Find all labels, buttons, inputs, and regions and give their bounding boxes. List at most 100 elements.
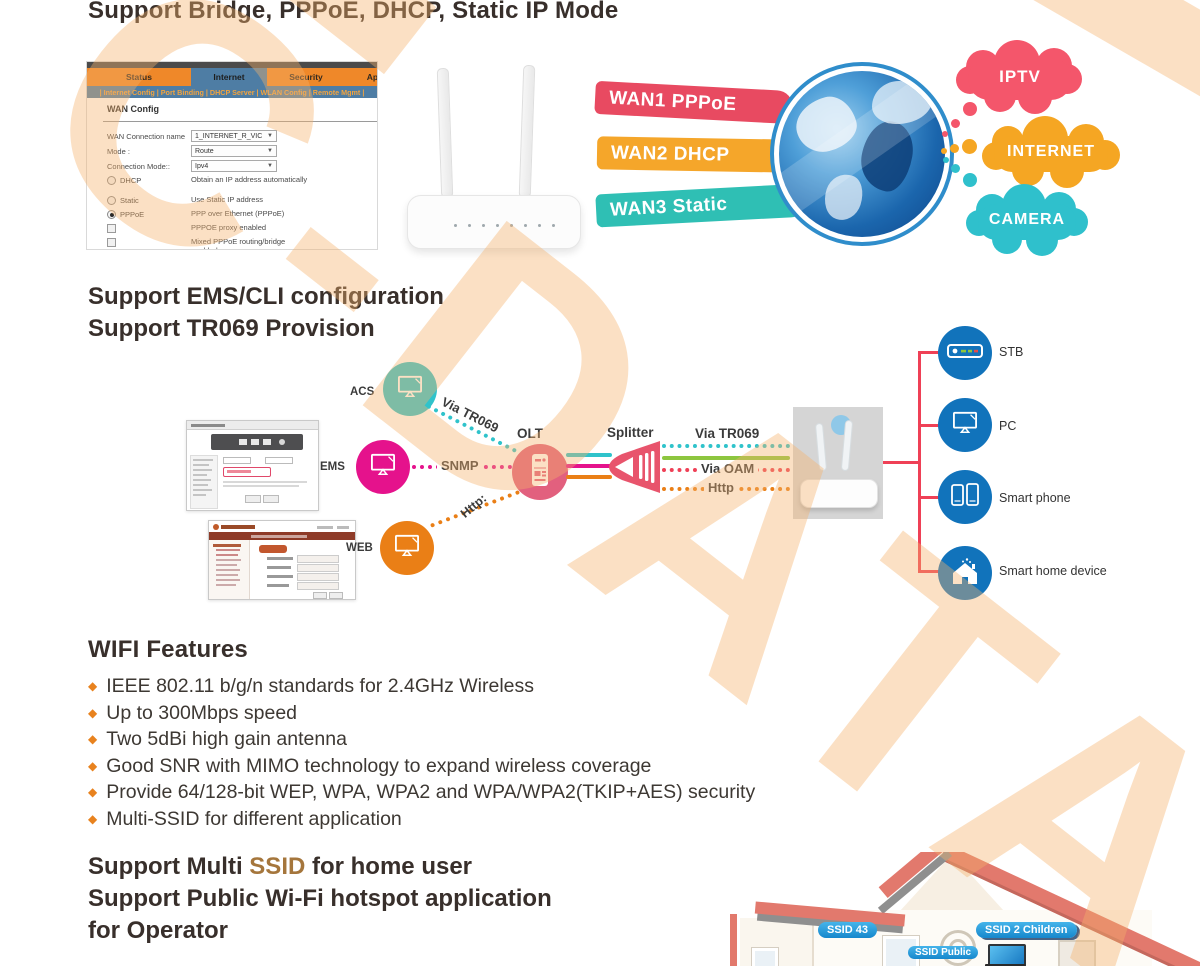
pppoe-proxy-checkbox[interactable] (107, 224, 116, 233)
camera-cloud: CAMERA (966, 184, 1088, 256)
smartphone-icon (950, 482, 980, 513)
web-node (380, 521, 434, 575)
antenna-left (436, 67, 454, 199)
link-oam-label: Via OAM (697, 461, 759, 476)
ont-router-photo (793, 407, 883, 519)
mixed-pppoe-checkbox[interactable] (107, 238, 116, 247)
bracket-line (883, 461, 920, 464)
fiber-line-orange (566, 475, 612, 479)
smart-home-icon (950, 557, 980, 590)
mode-select[interactable]: Route▼ (191, 145, 277, 157)
pppoe-radio[interactable] (107, 210, 116, 219)
wan1-banner: WAN1 PPPoE (594, 80, 794, 125)
monitor-icon (393, 534, 421, 563)
router-photo (393, 45, 593, 257)
olt-node (512, 444, 568, 500)
wan-connection-select[interactable]: 1_INTERNET_R_VIC▼ (191, 130, 277, 142)
web-label: WEB (346, 542, 373, 554)
window (752, 948, 778, 966)
acs-label: ACS (350, 386, 375, 398)
wifi-bullet: ◆Good SNR with MIMO technology to expand… (88, 755, 652, 777)
bracket-line (918, 570, 939, 573)
wifi-bullet: ◆IEEE 802.11 b/g/n standards for 2.4GHz … (88, 675, 534, 697)
field-wan-connection-name: WAN Connection name 1_INTERNET_R_VIC▼ (107, 130, 362, 142)
acs-node (383, 362, 437, 416)
ssid-accent: SSID (249, 853, 306, 880)
link-tr069-right-label: Via TR069 (695, 426, 760, 441)
dot-teal (943, 157, 949, 163)
web-ui-screenshot (208, 520, 356, 600)
house-illustration: SSID 43 SSID 2 Children SSID Public (700, 852, 1200, 966)
router-config-screenshot: Status Internet Security App | Internet … (86, 61, 378, 250)
olt-device-icon (531, 453, 549, 492)
tab-security[interactable]: Security (289, 72, 323, 82)
stb-device (938, 326, 992, 380)
link-http-right-label: Http (704, 480, 738, 495)
config-body: WAN Config WAN Connection name 1_INTERNE… (87, 98, 377, 249)
option-pppoe-proxy: PPPOE proxy enabled (107, 223, 362, 234)
furniture (1058, 940, 1096, 966)
diamond-bullet-icon: ◆ (88, 679, 98, 693)
stb-icon (947, 342, 983, 365)
dot-red (942, 131, 948, 137)
computer-base (985, 964, 1025, 966)
bracket-line (918, 351, 921, 573)
router-body (407, 195, 581, 249)
olt-label: OLT (517, 426, 543, 441)
dhcp-radio[interactable] (107, 176, 116, 185)
field-connection-mode: Connection Mode:: Ipv4▼ (107, 160, 362, 172)
wan3-banner: WAN3 Static (595, 183, 808, 228)
bracket-line (918, 351, 939, 354)
wifi-heading: WIFI Features (88, 636, 248, 663)
monitor-icon (369, 453, 397, 482)
pc-label: PC (999, 419, 1017, 433)
splitter-icon (606, 438, 662, 501)
field-mode: Mode : Route▼ (107, 145, 362, 157)
diamond-bullet-icon: ◆ (88, 812, 98, 826)
diamond-bullet-icon: ◆ (88, 706, 98, 720)
browser-frame-bar (87, 62, 377, 68)
smart-home-device (938, 546, 992, 600)
smartphone-device (938, 470, 992, 524)
tab-internet[interactable]: Internet (191, 68, 267, 86)
divider (103, 121, 377, 122)
option-dhcp: DHCP Obtain an IP address automatically (107, 175, 362, 192)
option-pppoe: PPPoE PPP over Ethernet (PPPoE) (107, 209, 362, 220)
ssid-heading: Support Multi SSID for home user Support… (88, 853, 552, 944)
link-green-line (662, 456, 790, 460)
stb-label: STB (999, 345, 1024, 359)
dot-red (951, 119, 960, 128)
iptv-cloud: IPTV (956, 40, 1082, 114)
connection-mode-select[interactable]: Ipv4▼ (191, 160, 277, 172)
smartphone-label: Smart phone (999, 491, 1071, 505)
dot-teal (951, 164, 960, 173)
tab-application[interactable]: App (366, 72, 377, 82)
config-tab-bar: Status Internet Security App (87, 68, 377, 86)
bridge-heading: Support Bridge, PPPoE, DHCP, Static IP M… (88, 0, 619, 24)
fiber-line-magenta (566, 464, 612, 468)
bracket-line (918, 496, 939, 499)
bracket-line (918, 424, 939, 427)
static-radio[interactable] (107, 196, 116, 205)
ssid-pill-public: SSID Public (908, 946, 979, 959)
chevron-down-icon: ▼ (267, 148, 273, 154)
link-tr069-right (662, 444, 790, 448)
config-subnav[interactable]: | Internet Config | Port Binding | DHCP … (87, 86, 377, 98)
computer-screen (988, 944, 1026, 966)
wifi-bullet: ◆Up to 300Mbps speed (88, 702, 298, 724)
wifi-bullet: ◆Provide 64/128-bit WEP, WPA, WPA2 and W… (88, 781, 756, 803)
ssid-pill-children: SSID 2 Children (976, 922, 1077, 938)
diamond-bullet-icon: ◆ (88, 785, 98, 799)
smart-home-label: Smart home device (999, 564, 1107, 578)
option-static: Static Use Static IP address (107, 195, 362, 206)
wifi-bullet: ◆Two 5dBi high gain antenna (88, 728, 347, 750)
dot-orange (950, 144, 959, 153)
antenna-right (518, 64, 536, 199)
monitor-icon (951, 411, 979, 440)
antenna-left (814, 422, 828, 472)
porch-post (730, 914, 737, 966)
tab-status[interactable]: Status (126, 72, 152, 82)
diamond-bullet-icon: ◆ (88, 732, 98, 746)
wifi-bullet: ◆Multi-SSID for different application (88, 808, 402, 830)
